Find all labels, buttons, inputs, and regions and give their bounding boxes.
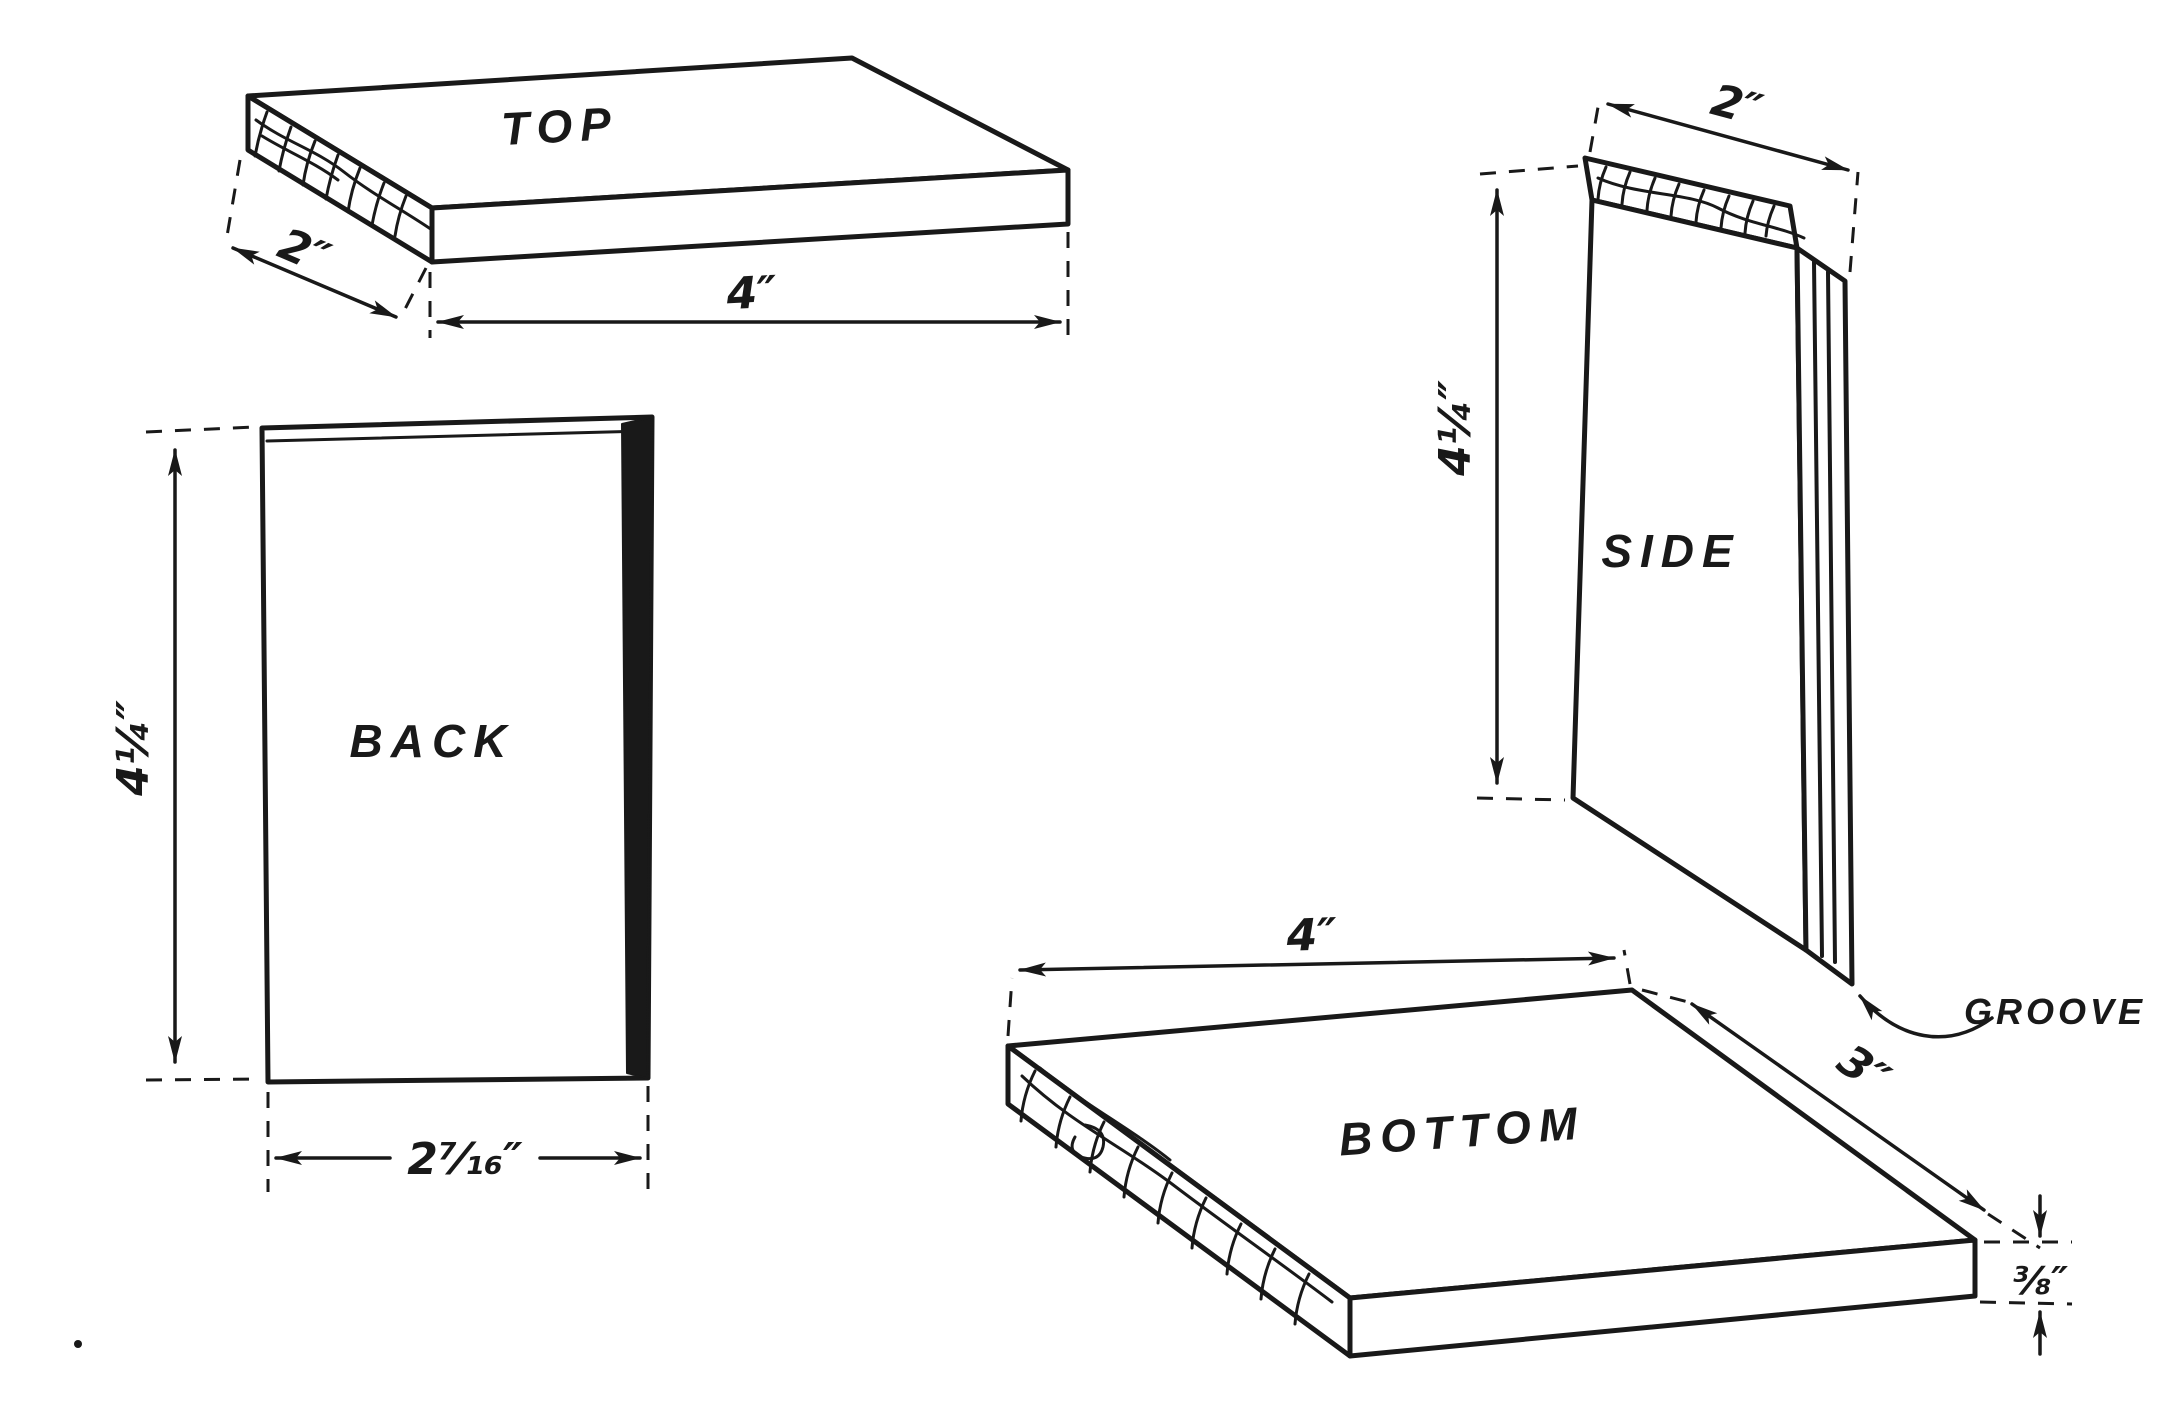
back-height-dimension: 4¼″ xyxy=(108,425,261,1082)
side-width-dimension: 2″ xyxy=(1588,74,1860,273)
top-label: TOP xyxy=(500,97,620,155)
side-groove-channel xyxy=(1812,260,1837,964)
stray-ink-dot xyxy=(74,1340,82,1348)
side-height-dimension-text: 4¼″ xyxy=(1430,380,1481,477)
side-width-dimension-text: 2″ xyxy=(1706,74,1768,136)
side-wood-grain-hatching xyxy=(1596,165,1806,240)
bottom-piece: BOTTOM 4″ 3″ ⅜″ xyxy=(1005,909,2073,1359)
groove-callout: GROOVE xyxy=(1858,991,2146,1039)
bottom-length-dimension-text: 4″ xyxy=(1285,909,1338,962)
bottom-thickness-dimension: ⅜″ xyxy=(1979,1194,2073,1356)
top-wood-grain-hatching xyxy=(253,110,434,238)
bottom-wood-grain-hatching xyxy=(1019,1066,1334,1326)
back-width-dimension: 2⁷⁄₁₆″ xyxy=(266,1086,650,1192)
side-edge-face xyxy=(1794,245,1855,987)
back-piece: BACK 4¼″ 2⁷⁄₁₆″ xyxy=(108,414,655,1192)
back-height-dimension-text: 4¼″ xyxy=(108,700,159,797)
side-label: SIDE xyxy=(1601,525,1740,577)
back-width-dimension-text: 2⁷⁄₁₆″ xyxy=(407,1134,523,1185)
side-piece: SIDE 2″ 4¼″ GROOVE xyxy=(1430,74,2146,1039)
top-piece: TOP 2″ 4″ xyxy=(224,55,1071,338)
top-width-dimension: 4″ xyxy=(428,232,1070,338)
top-width-dimension-text: 4″ xyxy=(724,267,778,321)
bottom-depth-dimension-text: 3″ xyxy=(1828,1035,1899,1106)
bottom-length-dimension: 4″ xyxy=(1006,909,1632,1037)
bottom-thickness-dimension-text: ⅜″ xyxy=(2012,1259,2068,1303)
back-top-edge-line xyxy=(265,429,648,443)
back-right-edge-shading xyxy=(621,416,653,1079)
groove-label: GROOVE xyxy=(1964,991,2146,1032)
top-depth-dimension-text: 2″ xyxy=(271,218,338,285)
side-height-dimension: 4¼″ xyxy=(1430,164,1579,802)
back-label: BACK xyxy=(350,715,515,767)
top-end-grain-face xyxy=(245,93,435,265)
